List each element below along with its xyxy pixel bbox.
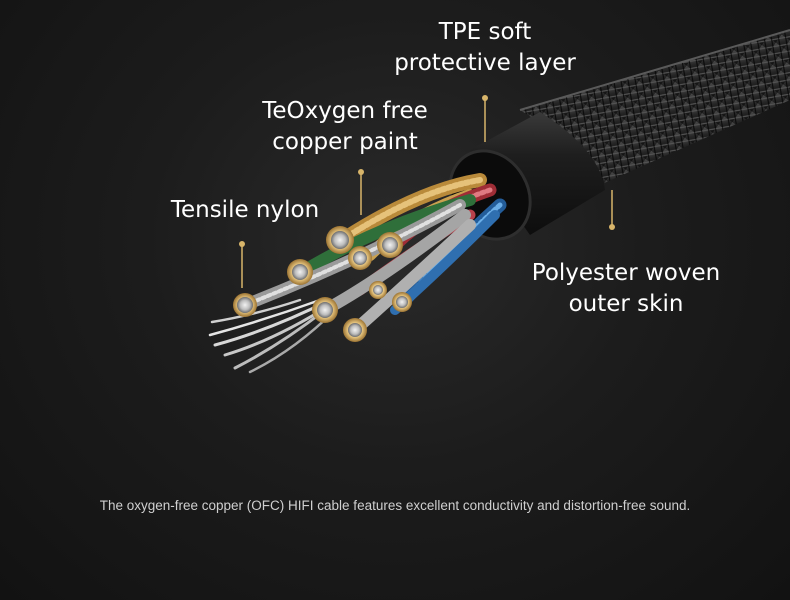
label-tpe-line1: TPE soft xyxy=(438,19,532,45)
label-tpe-layer: TPE soft protective layer xyxy=(380,17,590,79)
pointer-nylon xyxy=(239,241,245,288)
label-teoxygen-copper: TeOxygen free copper paint xyxy=(250,96,440,158)
caption: The oxygen-free copper (OFC) HIFI cable … xyxy=(99,498,691,513)
pointer-tpe xyxy=(482,95,488,142)
wire-ends xyxy=(233,226,412,342)
label-teoxygen-line1: TeOxygen free xyxy=(262,98,428,124)
label-tensile-nylon: Tensile nylon xyxy=(160,195,330,226)
label-polyester-line2: outer skin xyxy=(568,291,684,317)
label-tpe-line2: protective layer xyxy=(394,50,576,76)
pointer-teoxygen xyxy=(358,169,364,215)
polyester-outer-skin xyxy=(519,29,790,185)
label-polyester-skin: Polyester woven outer skin xyxy=(520,258,732,320)
label-polyester-line1: Polyester woven xyxy=(531,260,721,286)
label-teoxygen-line2: copper paint xyxy=(272,129,418,155)
label-nylon-line1: Tensile nylon xyxy=(170,197,320,223)
wire-bundle xyxy=(208,173,507,374)
pointer-polyester xyxy=(609,190,615,230)
